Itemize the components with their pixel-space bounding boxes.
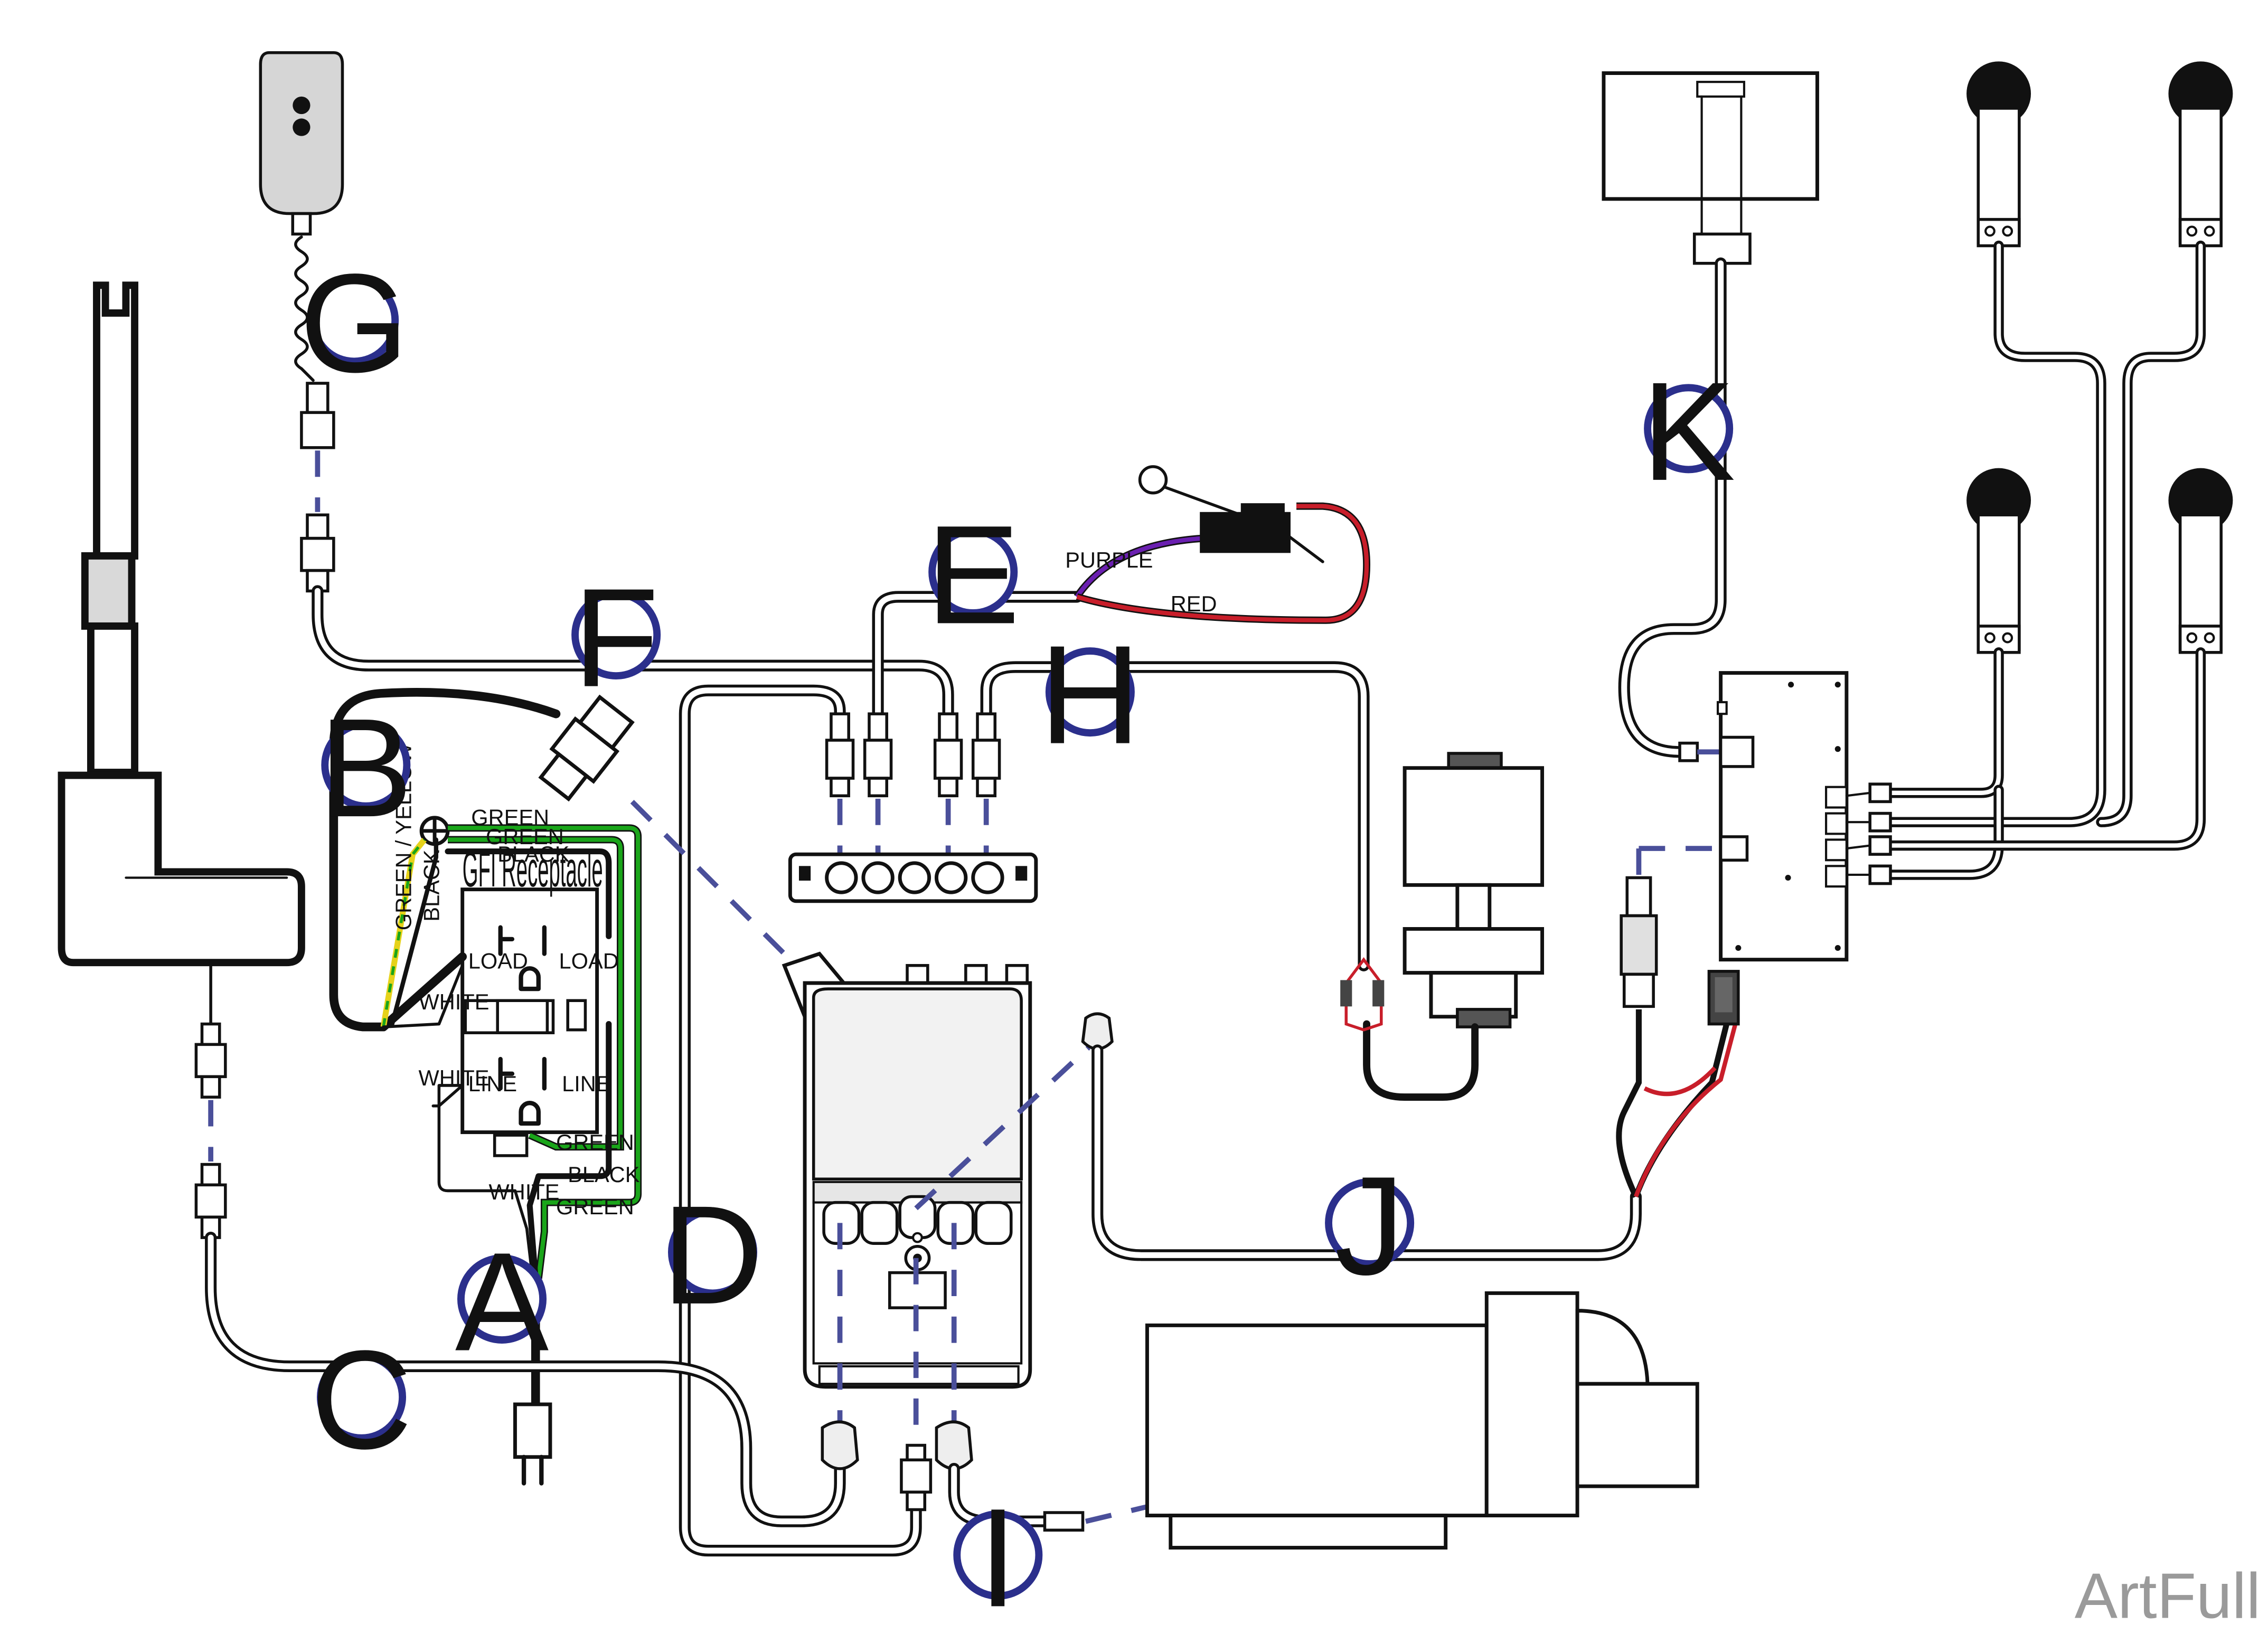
- cable-e: [872, 591, 1083, 720]
- hand-pendant: [259, 51, 344, 382]
- callout-c: C: [310, 1321, 412, 1478]
- cable-c: [194, 961, 859, 1527]
- control-box: [782, 951, 1032, 1389]
- callout-d: D: [662, 1177, 763, 1334]
- wire-red: RED: [1171, 591, 1217, 616]
- motor-wire-splice: [1340, 957, 1385, 1032]
- callout-i: I: [953, 1479, 1043, 1634]
- callout-g: G: [299, 245, 409, 402]
- cable-d: [679, 684, 922, 1557]
- gfi-receptacle: GFI Receptacle LOAD LOAD LINE LINE: [419, 816, 619, 1157]
- wire-purple: PURPLE: [1065, 547, 1153, 572]
- callout-k-text: K: [1642, 353, 1735, 510]
- wire-green-4: GREEN: [556, 1194, 634, 1219]
- callout-j: J: [1325, 1147, 1415, 1304]
- connector-hub: [788, 852, 1038, 903]
- callout-a-text: A: [455, 1224, 550, 1381]
- lift-motor: [1363, 752, 1545, 1101]
- wire-green-3: GREEN: [556, 1130, 634, 1155]
- wire-white-1: WHITE: [419, 989, 490, 1014]
- line-right: LINE: [562, 1071, 610, 1096]
- plug-g-lower: [300, 513, 335, 593]
- line-left: LINE: [468, 1071, 517, 1096]
- wire-green-1: GREEN: [471, 805, 549, 830]
- callout-a: A: [455, 1224, 550, 1381]
- cable-f: [312, 585, 954, 720]
- cable-k: [1618, 257, 1727, 762]
- wire-black-3: BLACK: [568, 1162, 640, 1187]
- display-box: [1602, 71, 1819, 265]
- callout-j-text: J: [1334, 1147, 1405, 1304]
- callout-f-text: F: [573, 560, 658, 716]
- callout-e-text: E: [926, 496, 1020, 653]
- sensor-cables: [1845, 240, 2206, 885]
- wire-white-2: WHITE: [419, 1065, 490, 1090]
- circuit-board: [1716, 671, 1849, 962]
- callout-c-text: C: [310, 1321, 412, 1478]
- wire-white-3: WHITE: [489, 1179, 560, 1204]
- callout-h: H: [1039, 617, 1141, 773]
- power-connector-b: [538, 694, 635, 802]
- callout-h-text: H: [1039, 617, 1141, 773]
- watermark: ArtFull: [2075, 1560, 2261, 1632]
- cable-j: [1081, 876, 1740, 1261]
- wire-black-1: BLACK: [497, 842, 570, 866]
- callout-b-text: B: [319, 690, 412, 846]
- sensors: [1966, 61, 2233, 654]
- load-left: LOAD: [468, 948, 528, 973]
- plug-g-upper: [300, 382, 335, 449]
- hub-plugs: [825, 712, 1001, 798]
- callout-f: F: [571, 560, 661, 716]
- cable-h: [980, 661, 1370, 971]
- wire-green-2: GREEN: [486, 824, 564, 849]
- callout-e: E: [926, 496, 1020, 653]
- cable-i: [900, 1420, 1148, 1532]
- callout-b: B: [319, 690, 412, 846]
- callout-g-text: G: [299, 245, 409, 402]
- load-right: LOAD: [559, 948, 619, 973]
- linear-actuator: [58, 281, 305, 967]
- wire-black-2: BLACK: [419, 849, 444, 922]
- pump-motor: [1145, 1291, 1699, 1550]
- limit-switch: [1138, 465, 1324, 563]
- gfi-wiring: [329, 688, 642, 1486]
- callout-k: K: [1642, 353, 1735, 510]
- callout-i-text: I: [978, 1479, 1018, 1634]
- callout-d-text: D: [662, 1177, 763, 1334]
